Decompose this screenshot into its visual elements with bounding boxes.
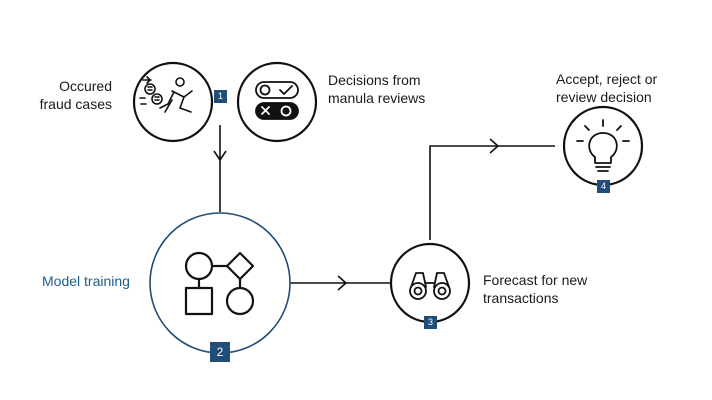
forecast-node <box>389 242 471 324</box>
arrowhead-right-1 <box>337 275 348 291</box>
shapes-model-icon <box>184 251 255 316</box>
manual-reviews-label: Decisions from manula reviews <box>328 71 425 107</box>
arrowhead-down <box>213 150 227 162</box>
manual-reviews-label-line-1: Decisions from <box>328 72 421 88</box>
step-badge-1: 1 <box>214 90 227 103</box>
fraud-cases-label-line-2: fraud cases <box>39 96 112 112</box>
binoculars-icon <box>409 272 451 300</box>
step-badge-2: 2 <box>210 342 230 362</box>
manual-reviews-node <box>236 61 318 143</box>
forecast-label: Forecast for new transactions <box>483 271 587 307</box>
step-badge-3: 3 <box>424 316 437 329</box>
review-toggle-icon <box>255 81 299 120</box>
connector-forecast-to-decision <box>429 145 555 240</box>
fraud-cases-label: Occured fraud cases <box>40 77 112 113</box>
fraud-cases-node <box>132 61 214 143</box>
manual-reviews-label-line-2: manula reviews <box>328 90 426 106</box>
forecast-label-line-1: Forecast for new <box>483 272 588 288</box>
step-badge-4: 4 <box>597 180 610 193</box>
arrowhead-right-2 <box>489 138 500 154</box>
decision-label: Accept, reject or review decision <box>556 70 657 106</box>
model-training-node <box>149 212 291 354</box>
fraud-runner-icon <box>139 76 193 113</box>
fraud-cases-label-line-1: Occured <box>59 78 112 94</box>
forecast-label-line-2: transactions <box>483 290 559 306</box>
lightbulb-icon <box>576 119 630 172</box>
decision-label-line-2: review decision <box>556 89 652 105</box>
model-training-label: Model training <box>42 273 130 289</box>
decision-label-line-1: Accept, reject or <box>556 71 658 87</box>
decision-node <box>562 105 644 187</box>
